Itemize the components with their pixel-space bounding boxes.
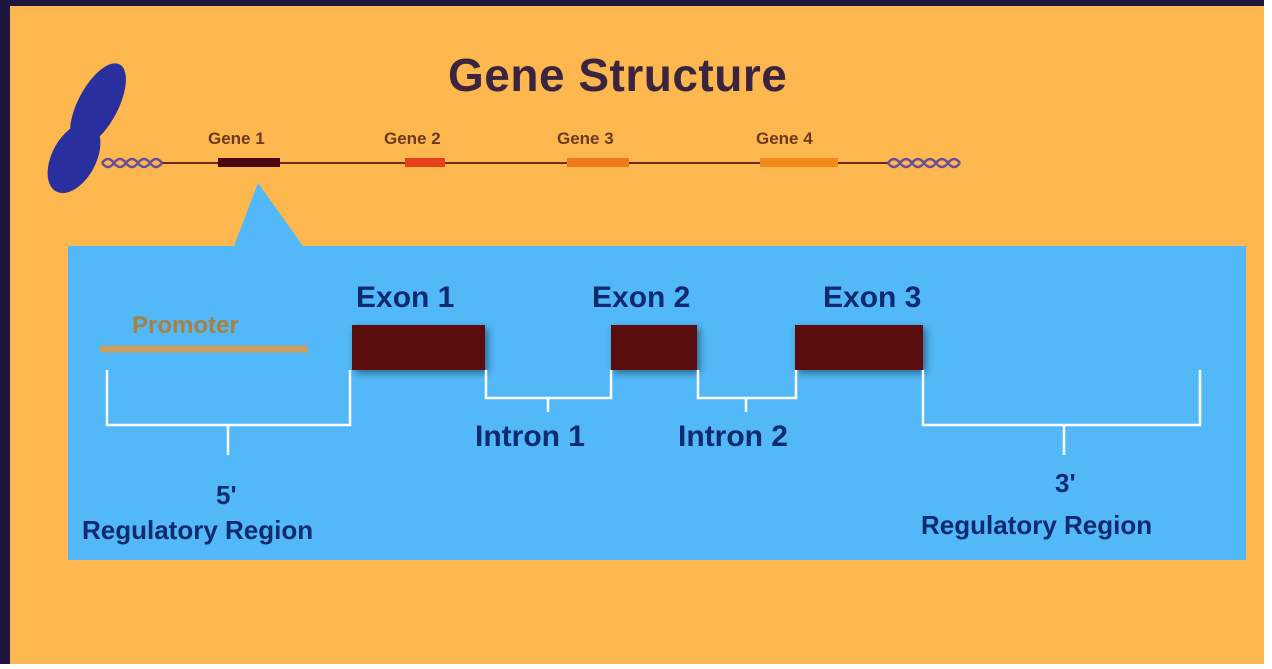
zoom-callout — [68, 183, 1246, 560]
five-prime-bracket — [105, 370, 352, 455]
gene-2-label: Gene 2 — [384, 129, 441, 148]
intron-2-label: Intron 2 — [678, 420, 788, 453]
gene-2-segment — [405, 158, 445, 167]
five-prime-label: 5' — [216, 480, 237, 510]
exon-2-label: Exon 2 — [592, 281, 691, 314]
exon-1-block — [352, 325, 485, 370]
frame-top — [0, 0, 1272, 6]
gene-4-label: Gene 4 — [756, 129, 813, 148]
gene-1-segment — [218, 158, 280, 167]
three-prime-region-label: Regulatory Region — [921, 510, 1153, 540]
frame-right — [1264, 0, 1272, 669]
exon-3-label: Exon 3 — [823, 281, 922, 314]
frame-left — [0, 0, 10, 669]
dna-helix-right — [887, 157, 961, 169]
diagram-title: Gene Structure — [448, 49, 788, 101]
five-prime-region-label: Regulatory Region — [82, 515, 314, 545]
exon-2-block — [611, 325, 697, 370]
exon-1-label: Exon 1 — [356, 281, 455, 314]
exon-3-block — [795, 325, 923, 370]
three-prime-bracket — [921, 370, 1202, 455]
chromosome-icon — [47, 63, 126, 194]
gene-detail-panel — [68, 183, 1246, 560]
dna-strand — [101, 157, 961, 169]
gene-4-segment — [760, 158, 838, 167]
dna-helix-left — [101, 157, 163, 169]
three-prime-label: 3' — [1055, 468, 1076, 498]
frame-bottom — [0, 664, 1272, 669]
intron-1-label: Intron 1 — [475, 420, 585, 453]
region-brackets — [105, 370, 1202, 455]
gene-3-label: Gene 3 — [557, 129, 614, 148]
promoter-label: Promoter — [132, 312, 239, 339]
gene-1-label: Gene 1 — [208, 129, 265, 148]
intron-2-bracket — [696, 370, 798, 412]
intron-1-bracket — [484, 370, 613, 412]
gene-3-segment — [567, 158, 629, 167]
